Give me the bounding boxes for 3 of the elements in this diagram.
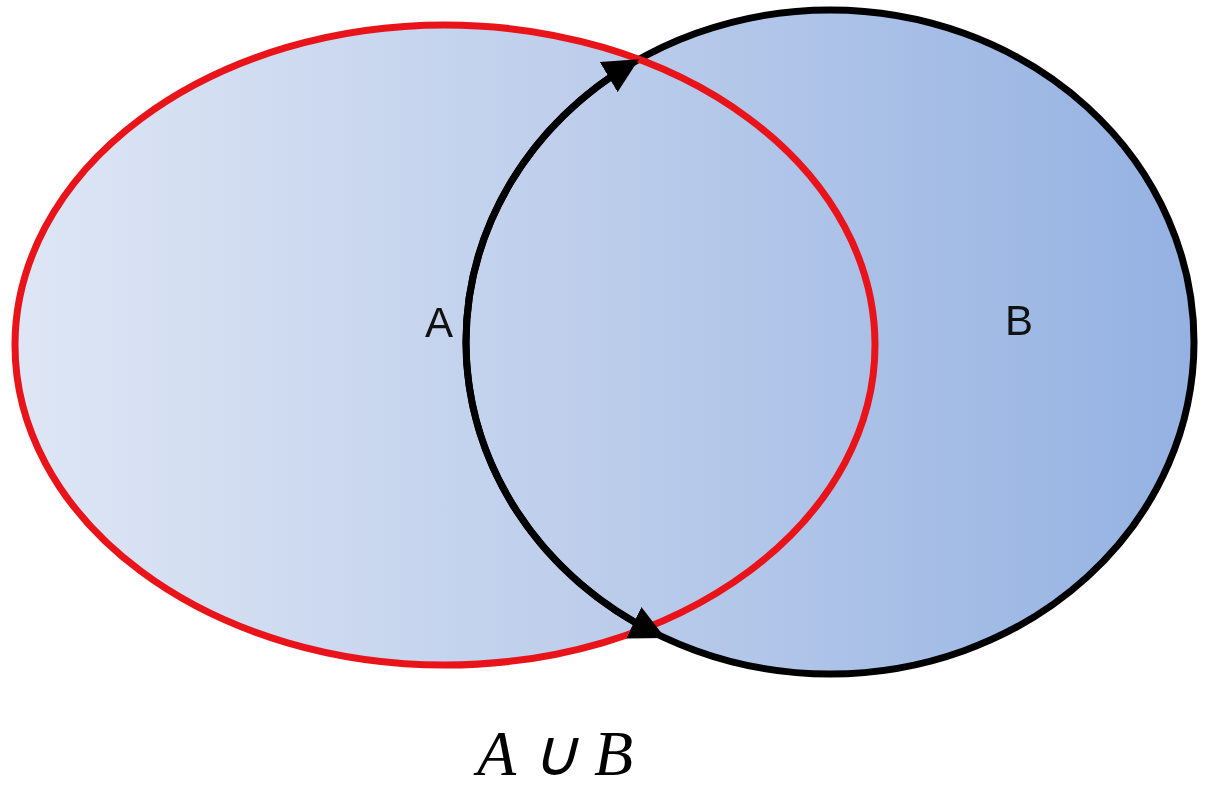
caption: A ∪ B (0, 722, 1110, 786)
set-label: A (425, 302, 453, 344)
set-label: B (1005, 300, 1033, 342)
